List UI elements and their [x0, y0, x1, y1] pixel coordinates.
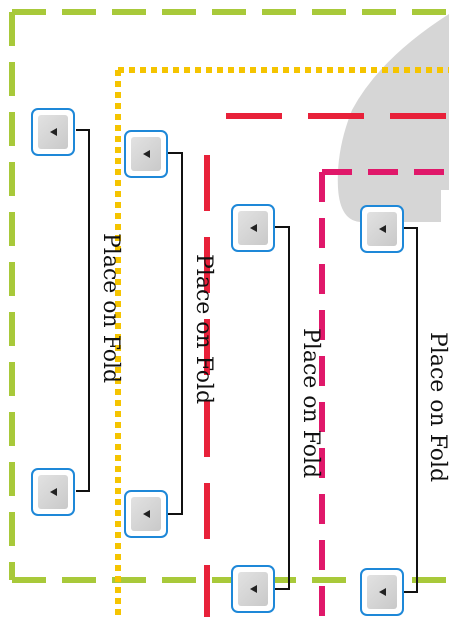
- red-dashed-line: [204, 113, 449, 617]
- fold-marker-3-top-button[interactable]: [231, 204, 275, 252]
- fold-marker-2-bottom-button[interactable]: [124, 490, 168, 538]
- fold-label-3: Place on Fold: [298, 328, 323, 479]
- fold-marker-1-top-button[interactable]: [31, 108, 75, 156]
- fold-marker-1-bottom-button[interactable]: [31, 468, 75, 516]
- fold-label-4: Place on Fold: [425, 332, 449, 483]
- yellow-dotted-line: [115, 67, 449, 617]
- fold-marker-4-top-button[interactable]: [360, 205, 404, 253]
- arrow-left-icon: [378, 588, 386, 596]
- arrow-left-icon: [49, 488, 57, 496]
- fold-line-3: [275, 226, 290, 590]
- pink-dashed-line: [319, 169, 449, 617]
- arrow-left-icon: [249, 585, 257, 593]
- fold-label-2: Place on Fold: [191, 254, 216, 405]
- arrow-left-icon: [142, 150, 150, 158]
- fold-marker-2-top-button[interactable]: [124, 130, 168, 178]
- fold-marker-3-bottom-button[interactable]: [231, 565, 275, 613]
- arrow-left-icon: [378, 225, 386, 233]
- fold-lines: [76, 129, 418, 593]
- arrow-left-icon: [249, 224, 257, 232]
- fold-marker-4-bottom-button[interactable]: [360, 568, 404, 616]
- grey-pattern-notch: [441, 190, 449, 222]
- fold-line-2: [168, 152, 183, 515]
- arrow-left-icon: [142, 510, 150, 518]
- fold-line-4: [404, 227, 418, 593]
- fold-line-1: [76, 129, 90, 492]
- fold-label-1: Place on Fold: [98, 233, 123, 384]
- arrow-left-icon: [49, 128, 57, 136]
